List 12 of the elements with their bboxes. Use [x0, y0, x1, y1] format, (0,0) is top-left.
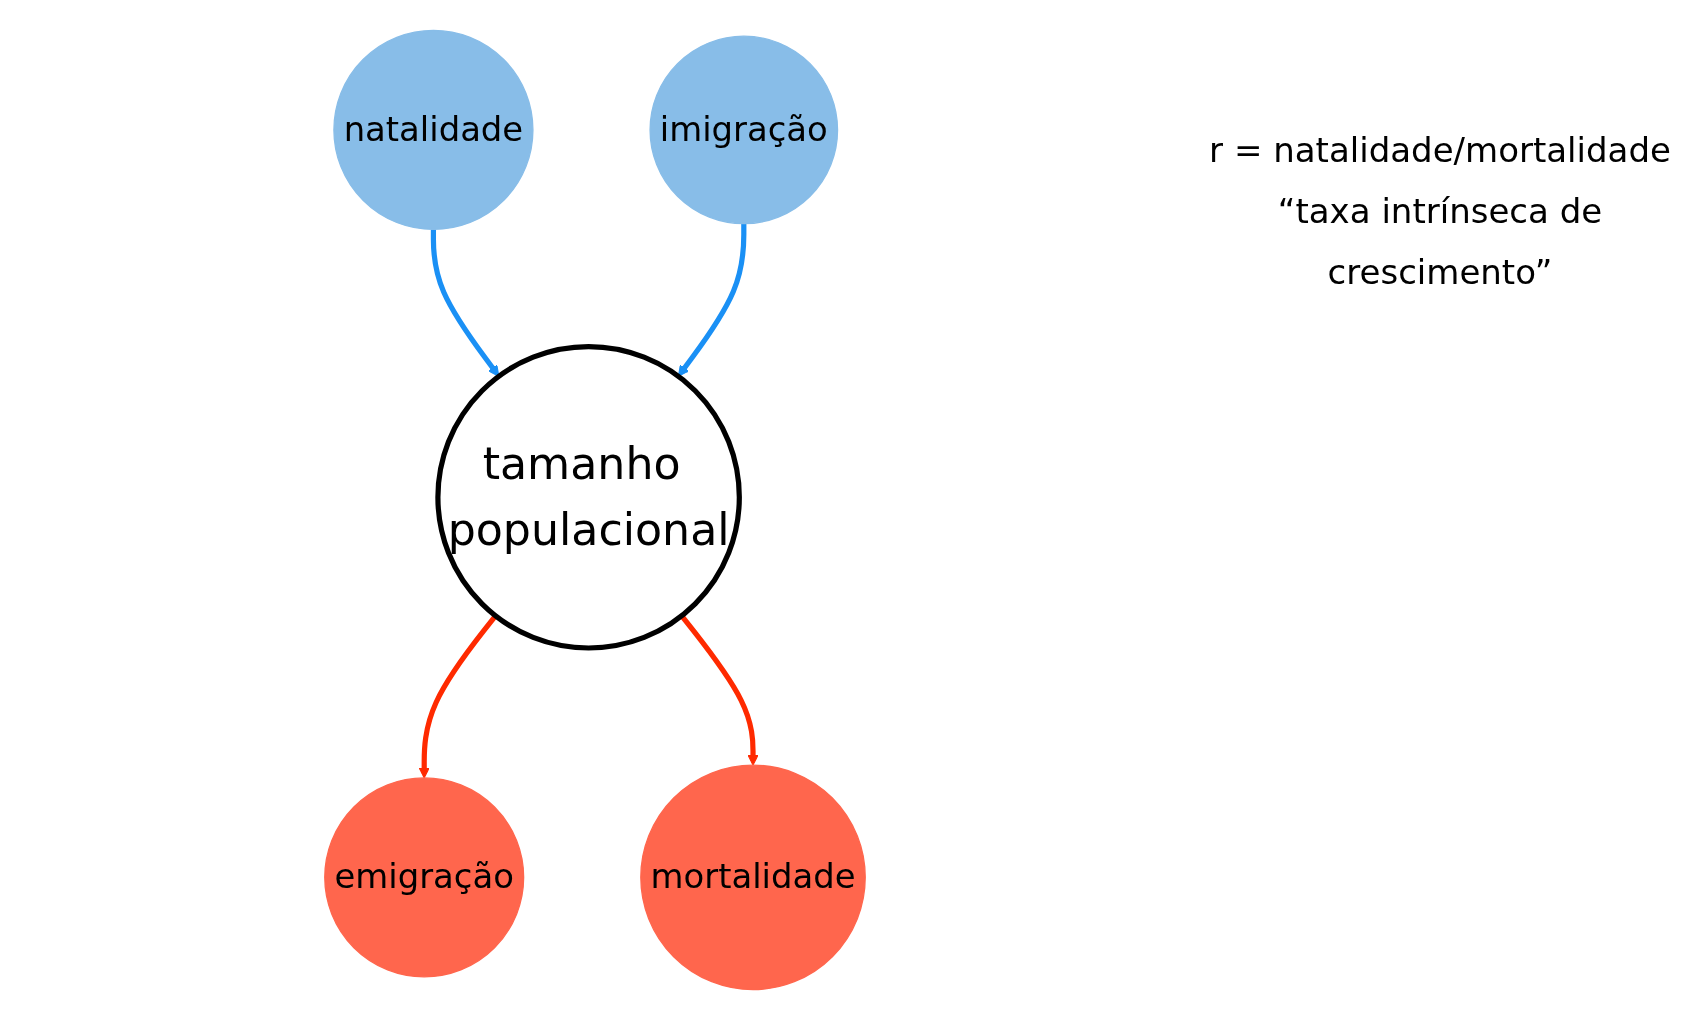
formula-note: r = natalidade/mortalidade [1208, 129, 1672, 172]
flow-diagram: natalidade imigração tamanho populacional emigração mortalidade [20, 20, 1170, 1000]
arrow [418, 614, 498, 779]
arrow [430, 229, 500, 377]
node-circle [640, 764, 866, 991]
node-circle [649, 35, 839, 225]
arrow [677, 223, 747, 377]
node-circle [435, 344, 742, 651]
node-circle [333, 29, 534, 231]
arrow [679, 614, 759, 766]
node-circle [324, 777, 525, 978]
formula-note: “taxa intrínseca de crescimento” [1276, 190, 1604, 295]
